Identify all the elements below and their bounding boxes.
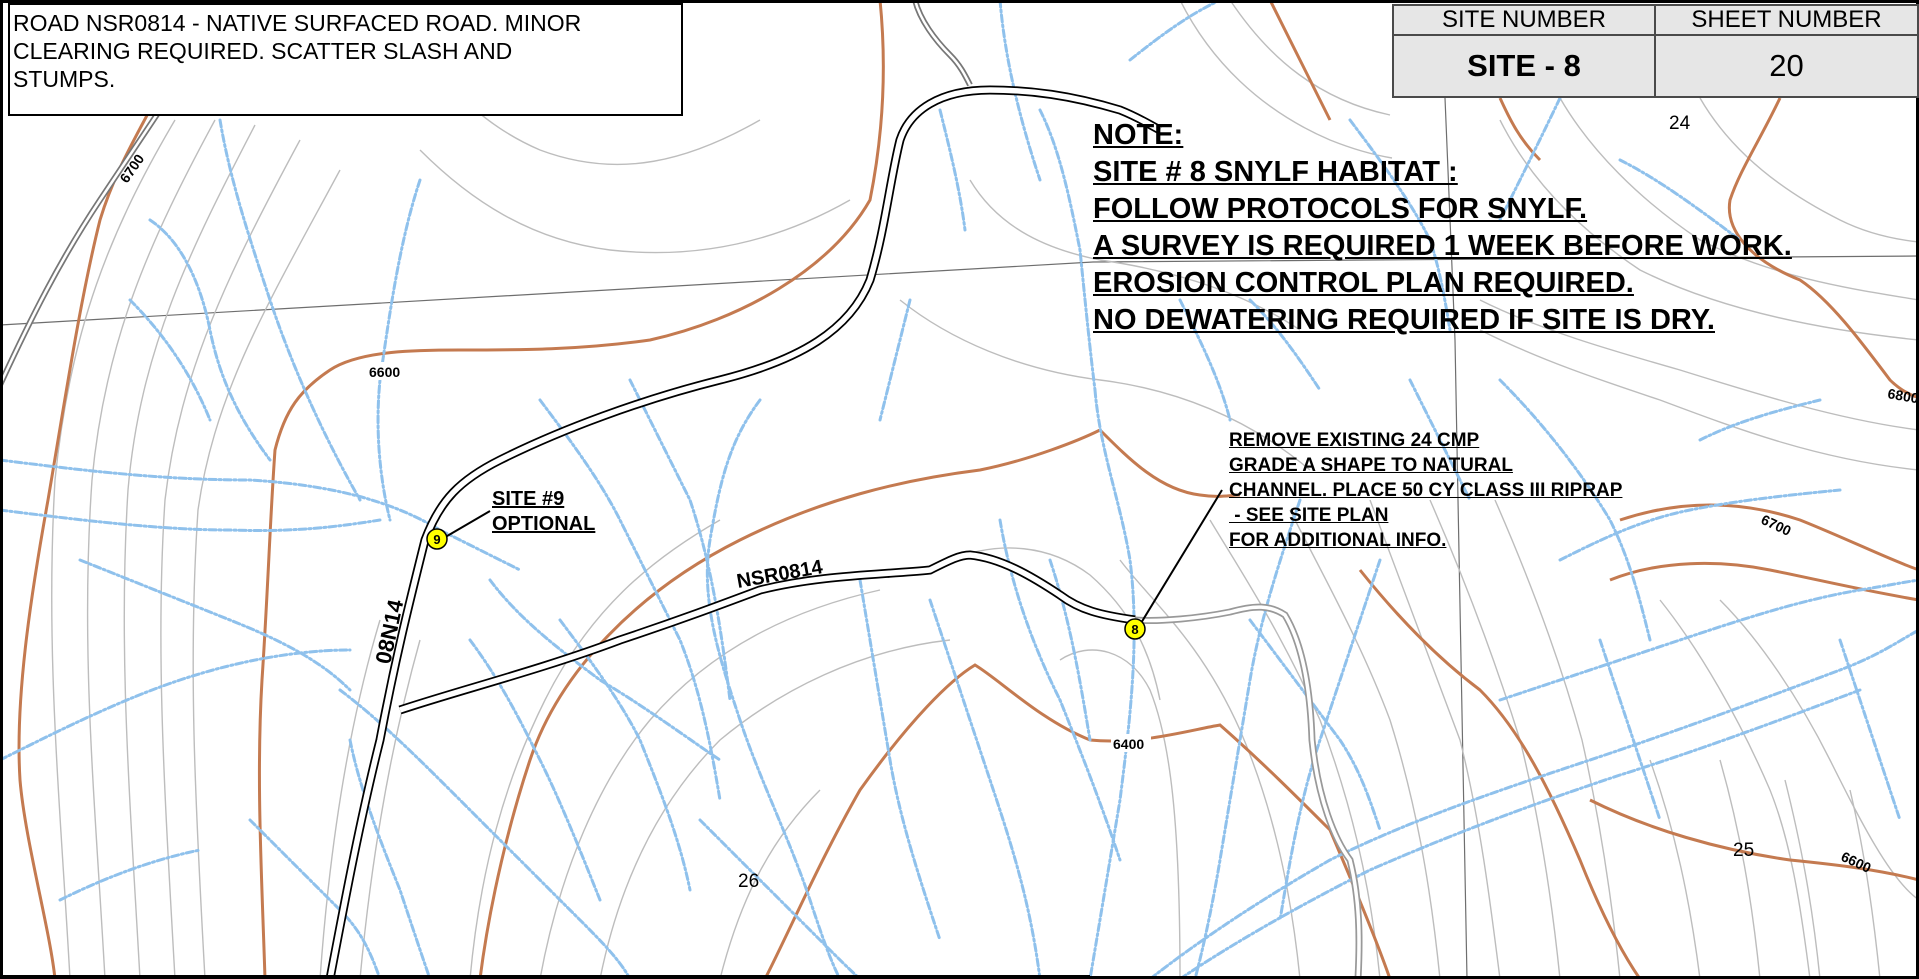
title-block: SITE NUMBER SHEET NUMBER SITE - 8 20 (1392, 4, 1919, 98)
contour-label-6400: 6400 (1113, 736, 1144, 752)
site-9-marker[interactable]: 9 (426, 528, 448, 550)
road-08n14 (325, 85, 1163, 979)
intermediate-contours (51, 0, 1919, 979)
note-line: FOLLOW PROTOCOLS FOR SNYLF. (1093, 193, 1588, 225)
road-nsr0814 (398, 550, 1136, 715)
roads (0, 0, 1363, 979)
road-west (0, 108, 163, 387)
index-contours (17, 0, 1919, 979)
site-8-callout: REMOVE EXISTING 24 CMP GRADE A SHAPE TO … (1229, 428, 1622, 553)
note-line: EROSION CONTROL PLAN REQUIRED. (1093, 267, 1634, 299)
site-9-callout: SITE #9 OPTIONAL (492, 487, 595, 537)
site-8-marker[interactable]: 8 (1124, 618, 1146, 640)
callout-line: CHANNEL. PLACE 50 CY CLASS III RIPRAP (1229, 480, 1623, 501)
road-spur (1134, 603, 1363, 979)
contour-label-6700-left: 6700 (116, 151, 147, 186)
callout-line: SITE #9 (492, 488, 565, 510)
note-line: NOTE: (1093, 119, 1184, 151)
section-number-24: 24 (1669, 113, 1691, 134)
site-8-label: 8 (1131, 622, 1138, 637)
map-frame-bottom (0, 975, 1090, 979)
site-number-header: SITE NUMBER (1394, 6, 1656, 36)
note-line: A SURVEY IS REQUIRED 1 WEEK BEFORE WORK. (1093, 230, 1792, 262)
site-9-label: 9 (433, 532, 440, 547)
callout-line: OPTIONAL (492, 513, 596, 535)
callout-line: - SEE SITE PLAN (1229, 505, 1389, 526)
contour-label-6600-left: 6600 (369, 364, 400, 380)
sheet-number-header: SHEET NUMBER (1656, 6, 1917, 36)
contour-label-6600-right: 6600 (1839, 848, 1874, 876)
sheet-number-value: 20 (1769, 48, 1804, 83)
description-line: STUMPS. (13, 66, 116, 92)
section-number-26: 26 (738, 871, 759, 892)
contour-label-6800-right: 6800 (1886, 385, 1919, 406)
section-lines (0, 97, 1919, 979)
habitat-note: NOTE: SITE # 8 SNYLF HABITAT : FOLLOW PR… (1093, 117, 1792, 339)
road-north (912, 0, 973, 87)
callout-line: GRADE A SHAPE TO NATURAL (1229, 455, 1513, 476)
section-number-25: 25 (1733, 840, 1754, 861)
note-line: NO DEWATERING REQUIRED IF SITE IS DRY. (1093, 304, 1715, 336)
description-line: CLEARING REQUIRED. SCATTER SLASH AND (13, 38, 513, 64)
site-number-value: SITE - 8 (1394, 36, 1656, 96)
callout-line: REMOVE EXISTING 24 CMP (1229, 430, 1480, 451)
callout-line: FOR ADDITIONAL INFO. (1229, 530, 1447, 551)
note-line: SITE # 8 SNYLF HABITAT : (1093, 156, 1458, 188)
section-numbers: 24 25 26 (738, 113, 1754, 892)
description-line: ROAD NSR0814 - NATIVE SURFACED ROAD. MIN… (13, 10, 582, 36)
road-description-box: ROAD NSR0814 - NATIVE SURFACED ROAD. MIN… (8, 3, 683, 116)
leader-lines (441, 489, 1223, 629)
